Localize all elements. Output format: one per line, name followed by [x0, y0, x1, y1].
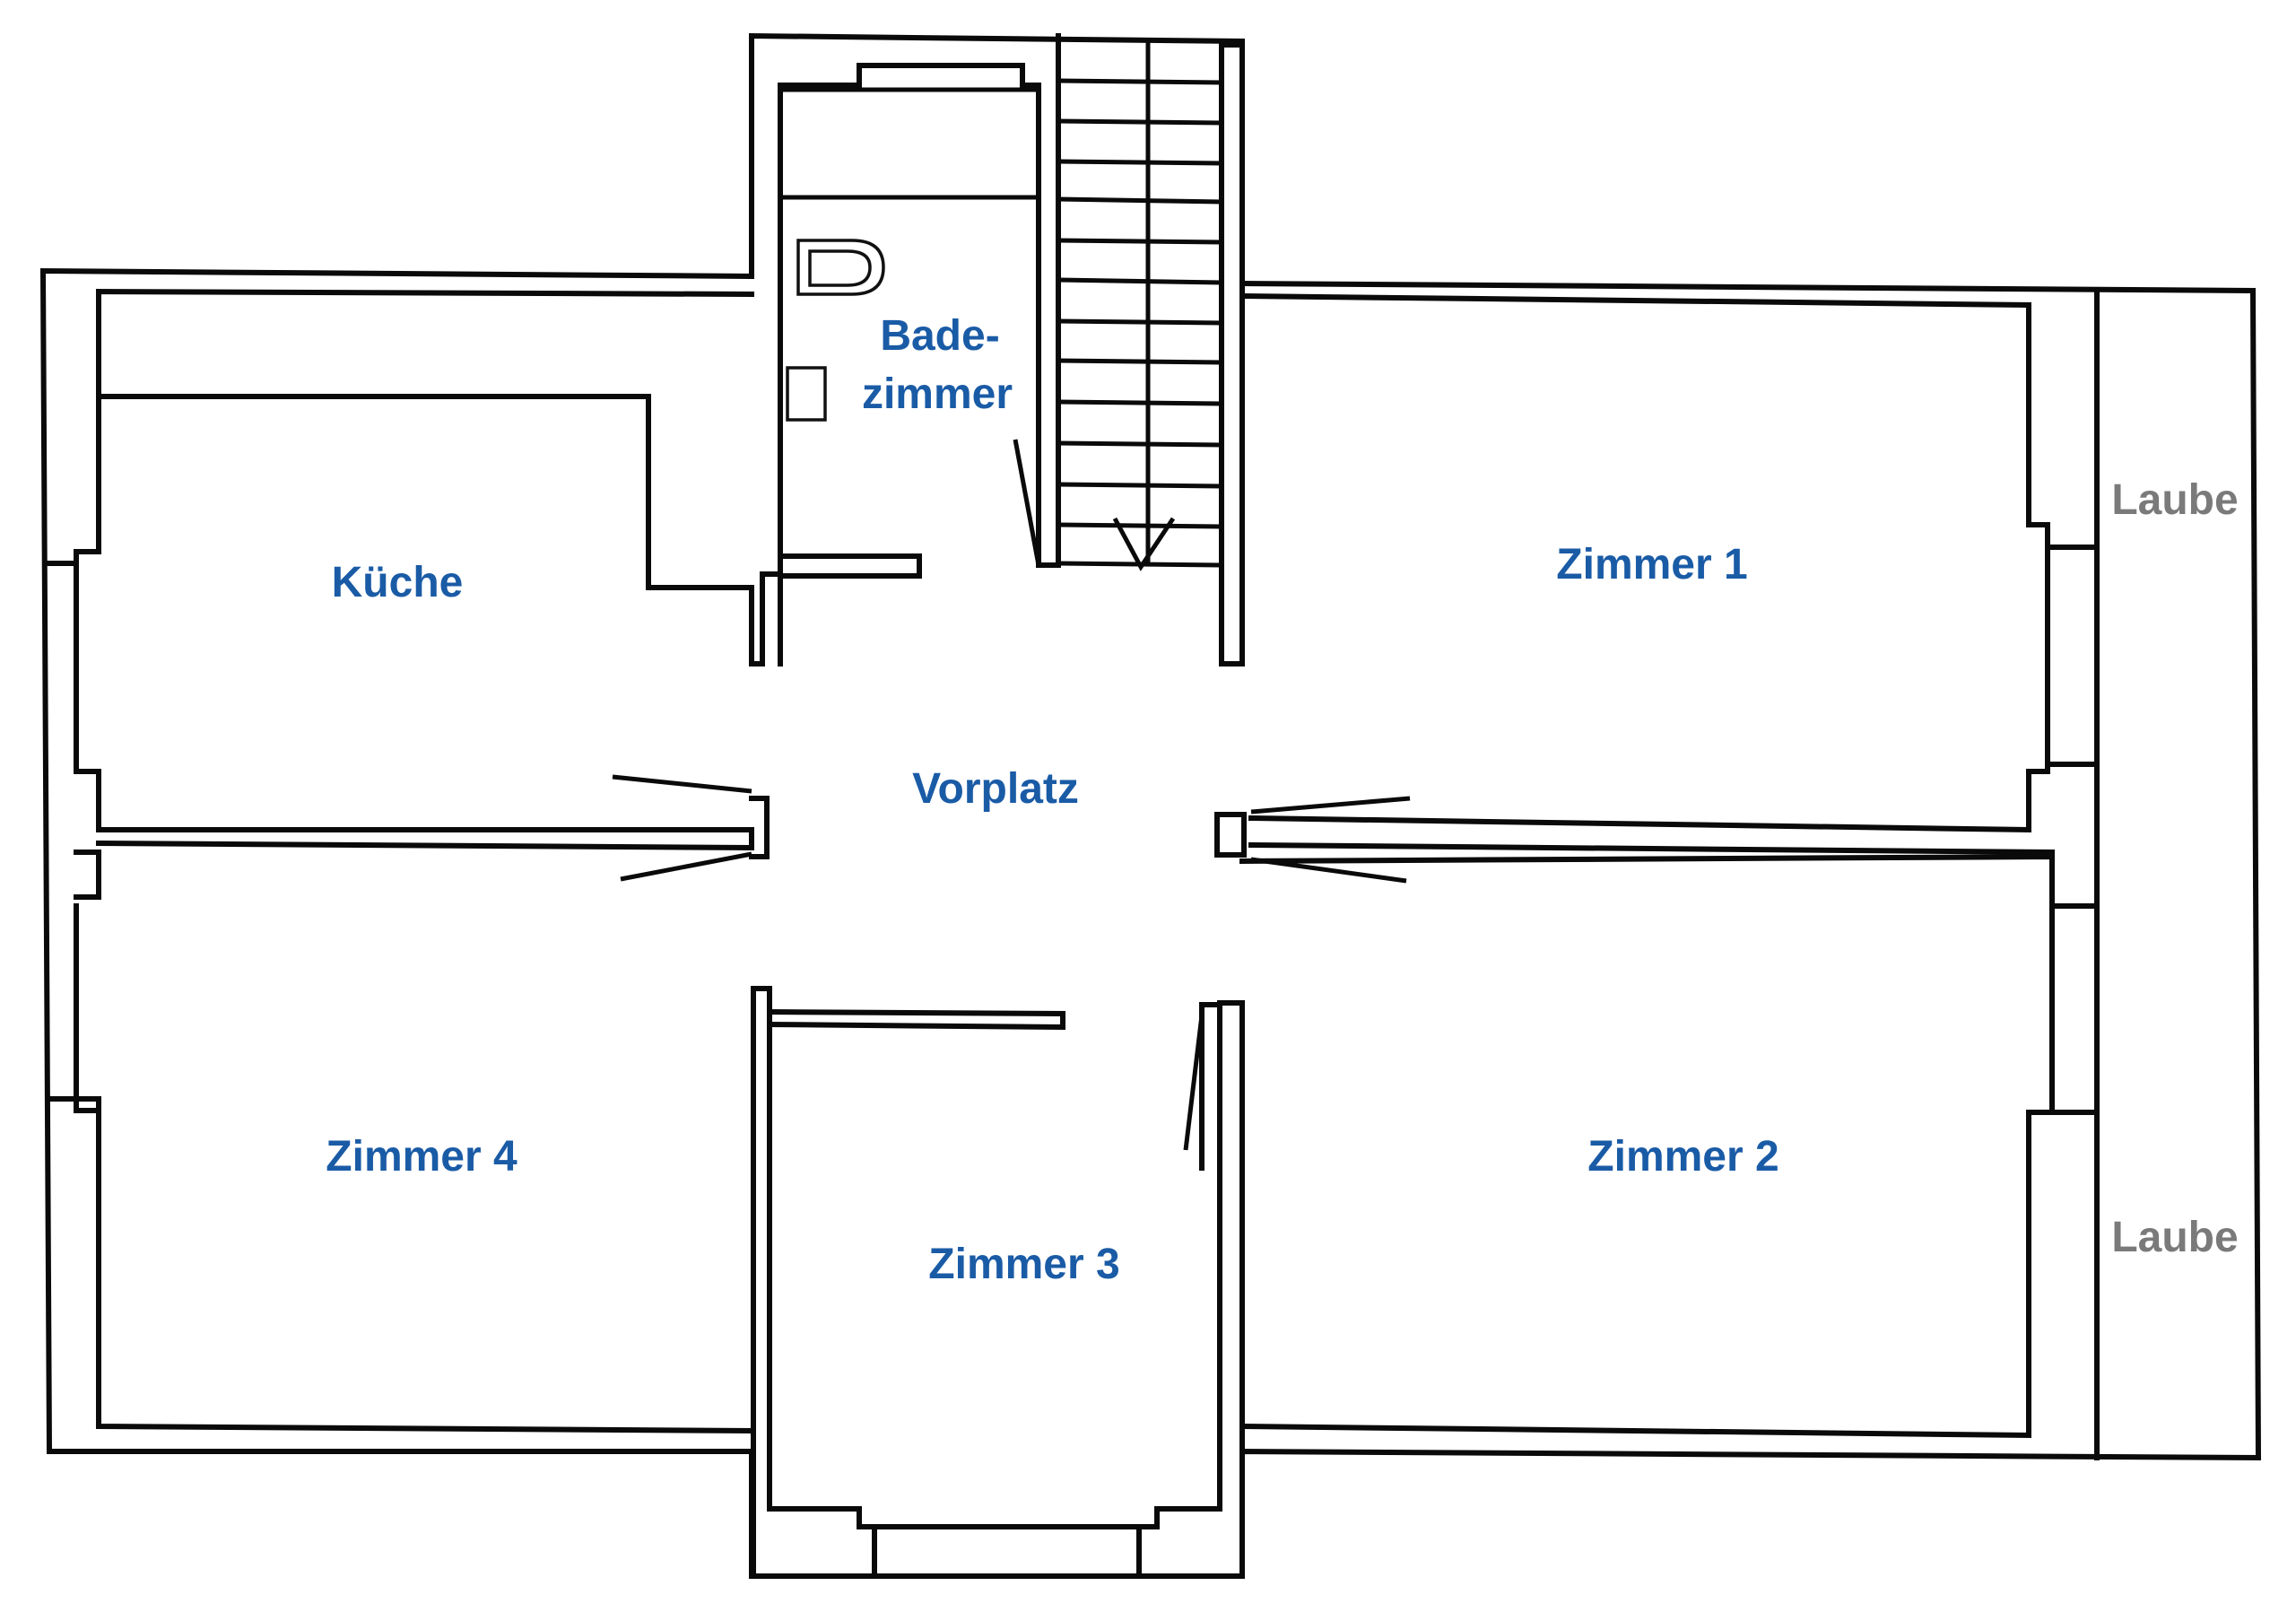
room2-label: Zimmer 2 [1587, 1133, 1779, 1181]
room4-door-swing [620, 851, 752, 882]
room3-door-swing [1183, 1015, 1205, 1151]
room3-inner [767, 986, 1222, 1529]
hall-left-doorpost [749, 796, 770, 859]
stair-tread [1057, 399, 1222, 406]
stair-tread [1057, 78, 1222, 85]
stair-tread [1057, 482, 1222, 489]
room4-label: Zimmer 4 [326, 1133, 517, 1181]
room1-right-jamb [2045, 545, 2100, 767]
bathroom-fixtures [786, 239, 885, 422]
outer-wall-stair-block [749, 32, 1245, 286]
arbor-label-bottom: Laube [2111, 1214, 2238, 1261]
kitchen-room4-divider [95, 830, 754, 851]
room2-inner [1239, 853, 2055, 1439]
room4-left-jamb [47, 1096, 101, 1113]
outer-walls [39, 32, 2262, 1579]
stair-tread [1057, 440, 1222, 448]
arbor-label-top: Laube [2111, 476, 2238, 524]
stair-arrow-icon [1112, 517, 1176, 571]
outer-wall-left [39, 267, 2262, 1579]
stair-tread [1057, 358, 1222, 365]
bath-door-jamb [749, 571, 783, 667]
bath-bottom-wall [778, 553, 922, 579]
room1-door-swing [1250, 796, 1411, 815]
stair-tread [1057, 159, 1222, 166]
bath-inner-wall [778, 63, 1041, 667]
inner-walls [47, 33, 1245, 1434]
room1-label: Zimmer 1 [1556, 541, 1747, 588]
room1-inner [1239, 292, 2050, 833]
stair-door-swing [1013, 439, 1041, 566]
room1-walls [1239, 288, 2100, 1460]
stair-left-wall [1036, 33, 1061, 568]
stair-tread [1057, 238, 1222, 245]
stair-tread [1057, 522, 1222, 529]
toilet-icon [796, 239, 885, 296]
room2-walls [1239, 853, 2100, 1439]
bathroom-label-line2: zimmer [862, 370, 1013, 418]
kitchen-label: Küche [332, 559, 464, 606]
room3-walls [751, 986, 1245, 1577]
room3-top-wall [766, 1008, 1065, 1031]
kitchen-wall [96, 288, 755, 590]
stair-tread [1057, 196, 1222, 205]
room3-label: Zimmer 3 [928, 1241, 1119, 1288]
hall-right-doorpost [1214, 812, 1247, 858]
bathroom-label-line1: Bade- [880, 312, 999, 360]
sink-icon [786, 366, 827, 422]
kitchen-left-inner [74, 394, 754, 832]
hall-label: Vorplatz [912, 765, 1079, 813]
room3-right-jamb [1217, 1000, 1245, 1454]
room2-right-jamb [2049, 908, 2100, 1115]
room4-top [74, 850, 101, 900]
staircase [1013, 41, 1222, 571]
left-wall-jamb [74, 903, 755, 1434]
stair-tread [1057, 277, 1222, 285]
stair-right-wall [1219, 42, 1245, 667]
kitchen-door-swing [612, 774, 752, 794]
room3-outer-left [751, 986, 772, 1577]
hall-left-doors [612, 774, 770, 882]
stair-tread [1057, 318, 1222, 326]
stair-tread [1057, 118, 1222, 126]
toilet-seat-icon [808, 249, 872, 287]
